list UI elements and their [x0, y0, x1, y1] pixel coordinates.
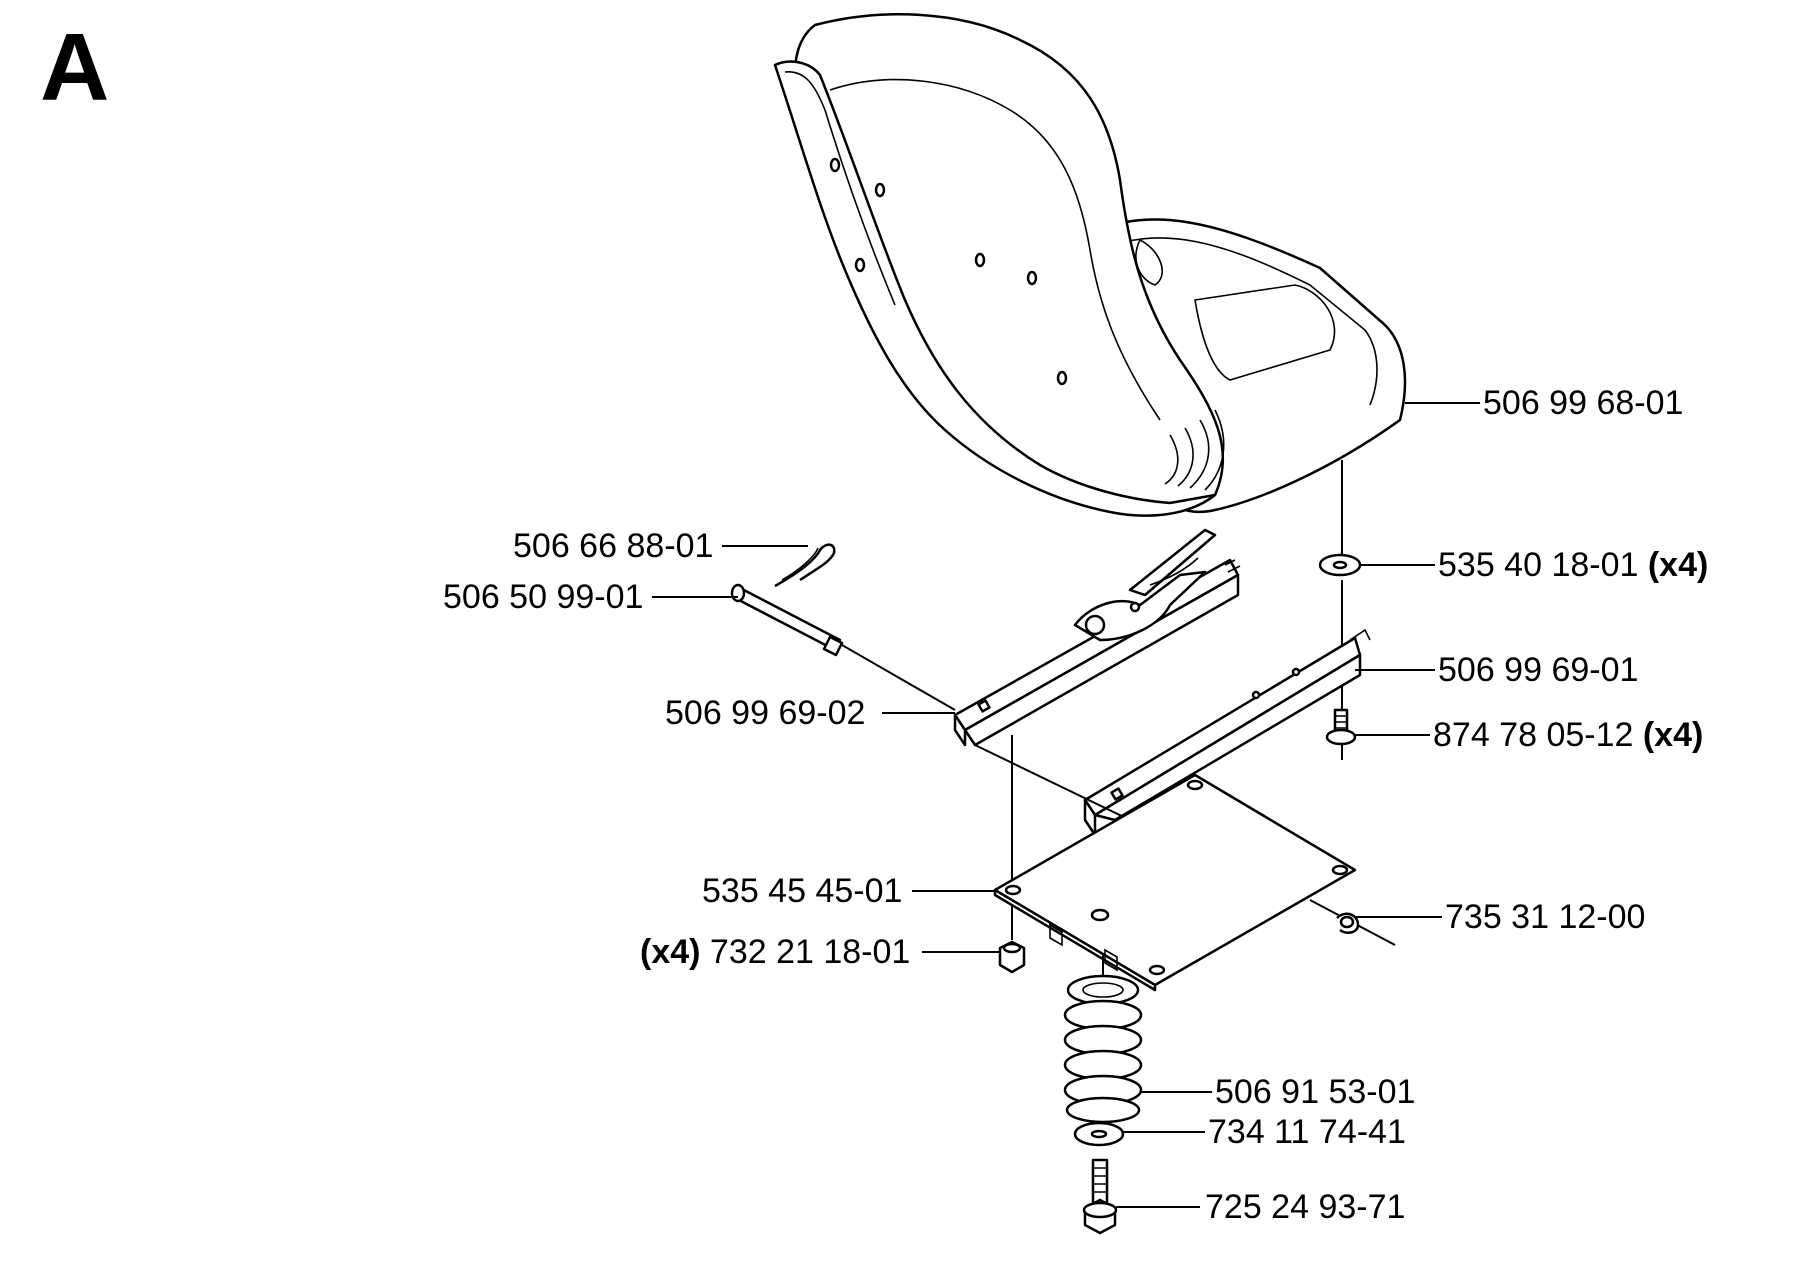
part-label-spring: 506 91 53-01 [1215, 1072, 1415, 1112]
part-label-plate-clip: 735 31 12-00 [1445, 897, 1645, 937]
part-label-hair-pin: 506 66 88-01 [513, 526, 713, 566]
seat-plate-drawing [993, 773, 1357, 992]
left-slide-drawing [953, 528, 1241, 747]
section-letter: A [40, 14, 110, 121]
part-label-right-slide: 506 99 69-01 [1438, 650, 1638, 690]
part-label-spring-washer: 734 11 74-41 [1208, 1112, 1406, 1152]
part-label-seat-plate: 535 45 45-01 [702, 871, 902, 911]
part-label-seat: 506 99 68-01 [1483, 383, 1683, 423]
part-number: 535 40 18-01 [1438, 546, 1639, 584]
seat-drawing [773, 13, 1407, 517]
part-number: 506 99 69-02 [665, 694, 866, 732]
pivot-pin-drawing [730, 583, 844, 657]
plate-nut-drawing [998, 940, 1026, 974]
slide-screw-drawing [1325, 708, 1357, 746]
part-label-pivot-pin: 506 50 99-01 [443, 577, 643, 617]
spring-drawing [1063, 955, 1143, 1130]
part-label-spring-bolt: 725 24 93-71 [1205, 1187, 1405, 1227]
part-qty: (x4) [640, 933, 701, 971]
part-number: 735 31 12-00 [1445, 898, 1646, 936]
part-number: 732 21 18-01 [709, 933, 911, 971]
part-label-seat-washer: 535 40 18-01 (x4) [1438, 545, 1708, 585]
seat-washer-drawing [1318, 553, 1362, 577]
spring-bolt-drawing [1082, 1158, 1118, 1235]
part-number: 506 91 53-01 [1215, 1073, 1416, 1111]
hair-pin-drawing [774, 543, 836, 588]
part-number: 506 99 68-01 [1483, 384, 1684, 422]
part-label-plate-nut: (x4) 732 21 18-01 [640, 932, 910, 972]
plate-clip-drawing [1336, 912, 1360, 934]
part-number: 535 45 45-01 [702, 872, 903, 910]
right-slide-drawing [1083, 628, 1371, 837]
part-number: 874 78 05-12 [1433, 716, 1634, 754]
part-label-slide-screw: 874 78 05-12 (x4) [1433, 715, 1703, 755]
part-number: 506 50 99-01 [443, 578, 644, 616]
part-qty: (x4) [1642, 716, 1704, 754]
part-number: 725 24 93-71 [1205, 1188, 1406, 1226]
spring-washer-drawing [1073, 1121, 1125, 1147]
leader-lines [652, 402, 1480, 1208]
part-number: 506 99 69-01 [1438, 651, 1639, 689]
part-number: 734 11 74-41 [1208, 1113, 1406, 1151]
part-label-left-slide: 506 99 69-02 [665, 693, 865, 733]
part-qty: (x4) [1647, 546, 1709, 584]
part-number: 506 66 88-01 [513, 527, 714, 565]
